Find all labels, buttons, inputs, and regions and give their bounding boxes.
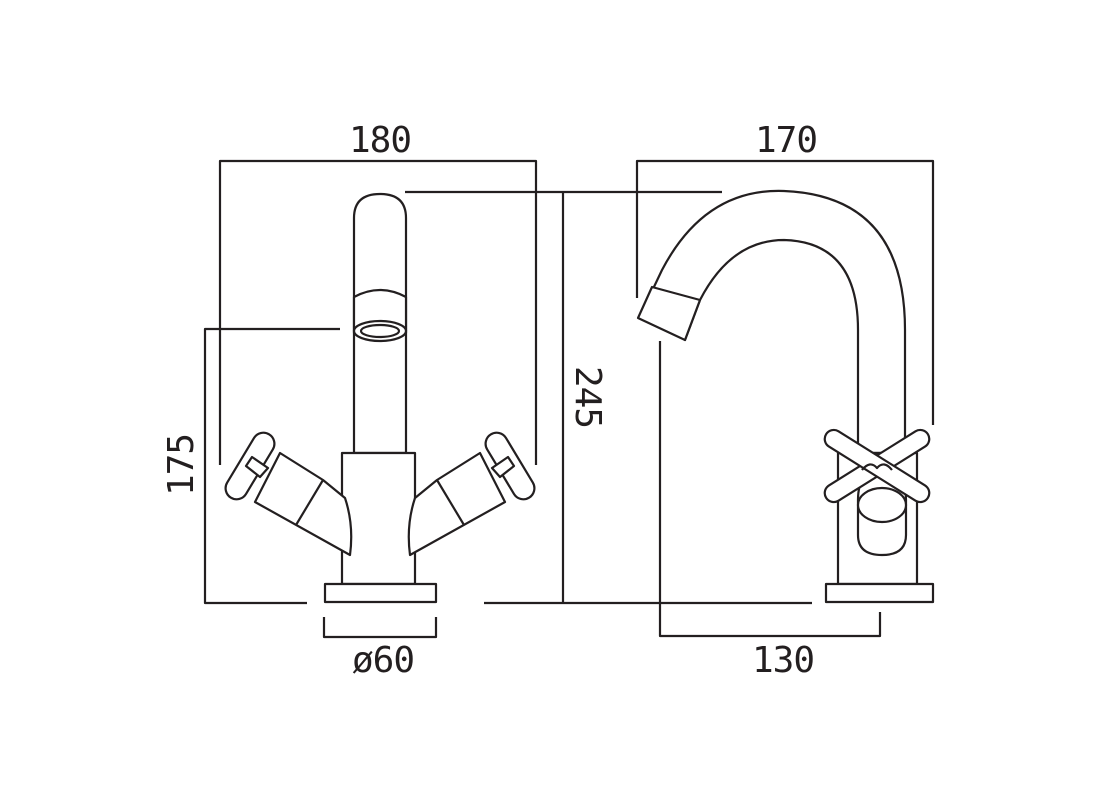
front-spout [352, 192, 408, 455]
side-base-plate [824, 582, 935, 604]
overall-height-dimension: 245 [405, 190, 812, 605]
width-dimension-front: 180 [218, 120, 538, 465]
left-handle [224, 431, 353, 557]
front-body [340, 451, 417, 586]
spout-height-label: 175 [161, 434, 202, 496]
side-spout [636, 189, 907, 455]
spout-reach-label: 130 [752, 640, 814, 681]
side-handle-cap [856, 486, 908, 524]
overall-height-label: 245 [567, 366, 608, 428]
base-diameter-label: ø60 [352, 640, 414, 681]
right-handle [407, 431, 536, 557]
front-view: 180 175 245 ø60 [161, 120, 812, 681]
width-label-front: 180 [349, 120, 411, 161]
spout-height-dimension: 175 [161, 327, 340, 605]
spout-reach-dimension: 130 [658, 341, 882, 681]
base-diameter-dimension: ø60 [322, 617, 438, 681]
width-label-side: 170 [755, 120, 817, 161]
front-base-plate [323, 582, 438, 604]
cross-handle [823, 428, 931, 504]
side-view: 170 130 [635, 120, 935, 681]
width-dimension-side: 170 [635, 120, 935, 425]
